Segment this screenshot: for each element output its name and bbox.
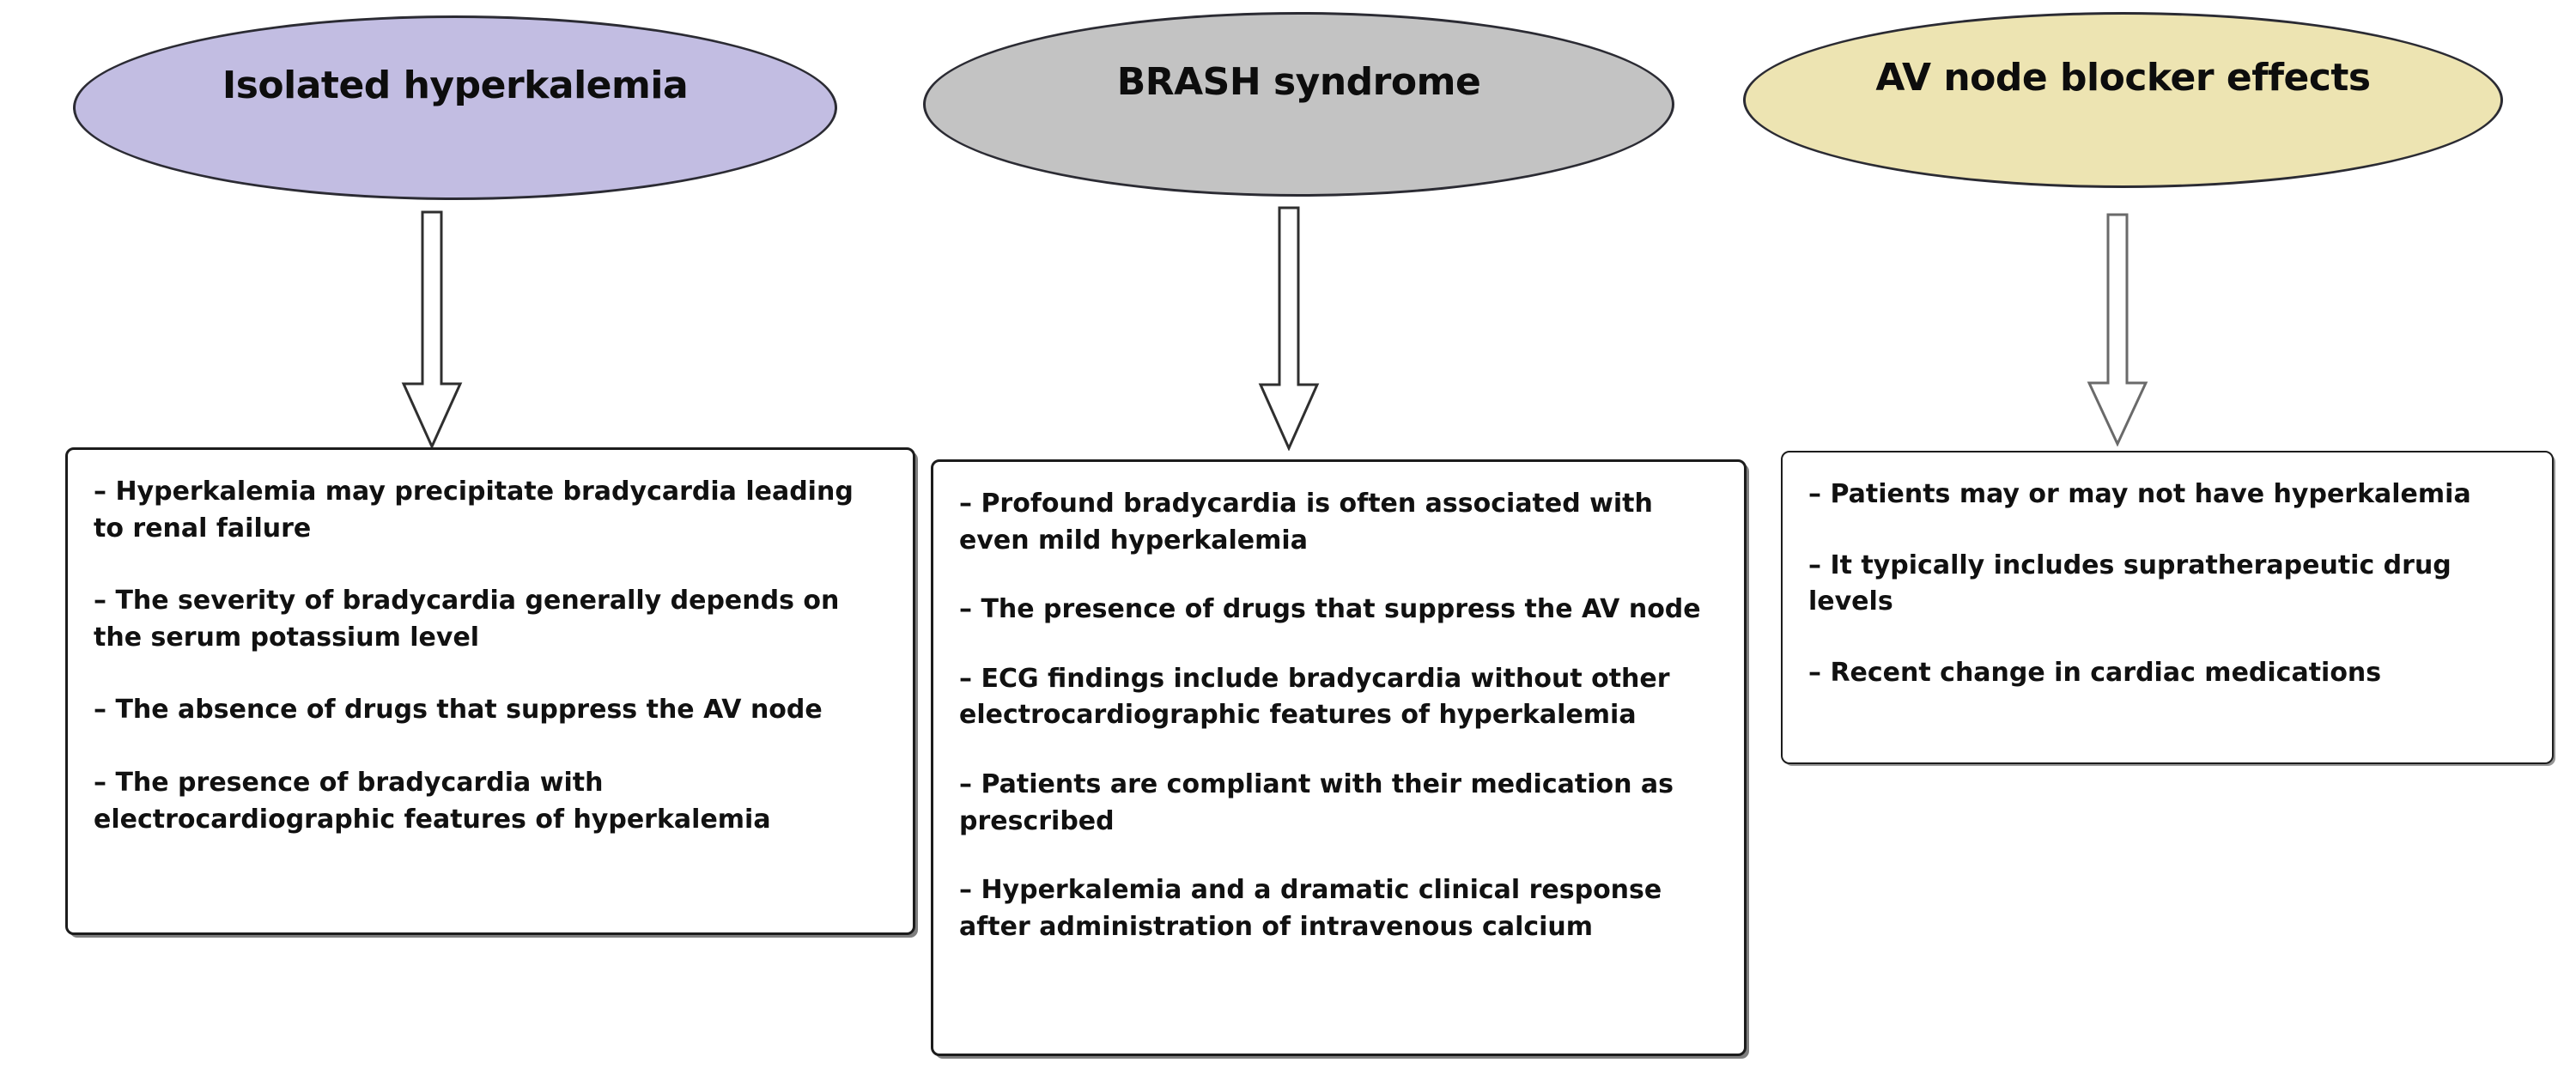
list-item: – Patients are compliant with their medi… bbox=[959, 768, 1674, 836]
list-item: – The presence of bradycardia with elect… bbox=[94, 767, 771, 835]
down-block-arrow-icon bbox=[399, 210, 465, 449]
ellipse-node-label: Isolated hyperkalemia bbox=[222, 64, 689, 107]
down-block-arrow-icon bbox=[2085, 213, 2150, 446]
list-item: – Hyperkalemia may precipitate bradycard… bbox=[94, 477, 854, 544]
list-item: – Profound bradycardia is often associat… bbox=[959, 489, 1653, 556]
ellipse-node-label: BRASH syndrome bbox=[1116, 60, 1481, 104]
list-item: – The severity of bradycardia generally … bbox=[94, 586, 840, 653]
list-item: – Hyperkalemia and a dramatic clinical r… bbox=[959, 875, 1662, 942]
list-item: – It typically includes supratherapeutic… bbox=[1808, 550, 2451, 617]
down-block-arrow-icon bbox=[1256, 206, 1321, 451]
list-item: – The presence of drugs that suppress th… bbox=[959, 594, 1701, 625]
list-item: – Recent change in cardiac medications bbox=[1808, 657, 2382, 688]
ellipse-node-brash-syndrome[interactable]: BRASH syndrome bbox=[923, 12, 1674, 197]
ellipse-node-av-node-blocker-effects[interactable]: AV node blocker effects bbox=[1743, 12, 2503, 188]
list-item: – ECG findings include bradycardia witho… bbox=[959, 663, 1670, 731]
list-item: – The absence of drugs that suppress the… bbox=[94, 695, 823, 726]
ellipse-node-label: AV node blocker effects bbox=[1875, 56, 2371, 100]
detail-box-av-node-blocker-effects: – Patients may or may not have hyperkale… bbox=[1781, 451, 2554, 764]
list-item: – Patients may or may not have hyperkale… bbox=[1808, 479, 2471, 509]
detail-box-brash-syndrome: – Profound bradycardia is often associat… bbox=[931, 459, 1747, 1056]
detail-box-isolated-hyperkalemia: – Hyperkalemia may precipitate bradycard… bbox=[65, 447, 915, 935]
ellipse-node-isolated-hyperkalemia[interactable]: Isolated hyperkalemia bbox=[73, 15, 837, 200]
